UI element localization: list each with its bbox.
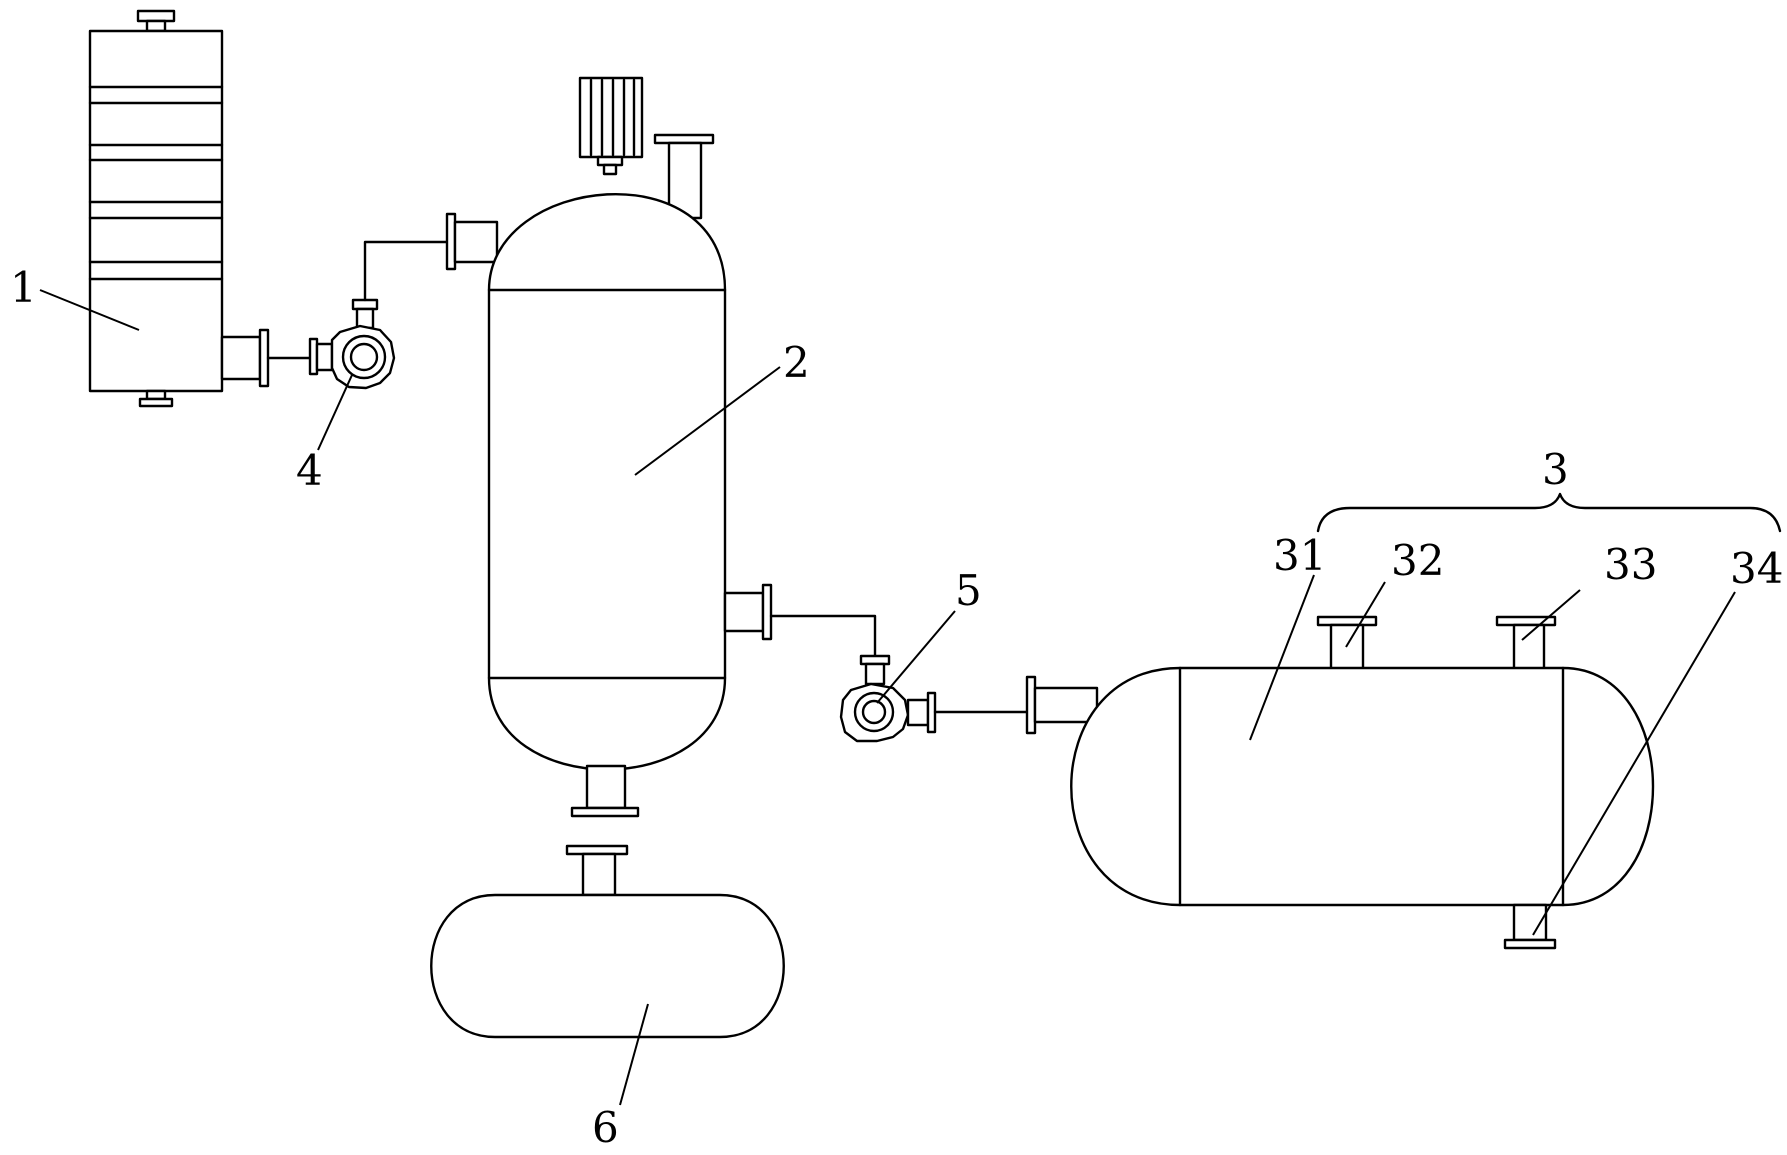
label-2: 2 [783, 338, 810, 387]
label-3: 3 [1542, 445, 1569, 494]
label-32: 32 [1391, 536, 1444, 585]
label-6: 6 [592, 1103, 619, 1152]
leader-6 [619, 1003, 649, 1106]
label-1: 1 [10, 263, 37, 312]
leader-31 [1249, 574, 1315, 741]
leader-1 [39, 289, 140, 331]
leader-34 [1532, 591, 1736, 936]
pipe-pump5-to-tank31 [933, 675, 1099, 735]
leader-5 [876, 610, 956, 704]
pipe-tank1-to-pump4 [266, 337, 334, 376]
leader-33 [1521, 589, 1581, 641]
pump-5 [839, 654, 937, 743]
pipe-pump4-to-vessel2 [363, 212, 499, 302]
leader-32 [1345, 581, 1386, 648]
label-33: 33 [1604, 540, 1657, 589]
leader-4 [317, 374, 353, 451]
pipe-vessel2-to-tank6 [565, 844, 629, 897]
assembly-3-brace [1316, 492, 1782, 533]
pump-4 [330, 298, 396, 390]
storage-tank-1 [88, 9, 270, 408]
tank-assembly-3 [1070, 615, 1655, 950]
leader-2 [634, 366, 781, 476]
pipe-vessel2-to-pump5 [769, 614, 877, 658]
label-31: 31 [1273, 531, 1326, 580]
label-4: 4 [296, 446, 323, 495]
label-5: 5 [955, 566, 982, 615]
tank-6 [430, 893, 785, 1039]
label-34: 34 [1730, 544, 1783, 593]
vessel-2 [487, 76, 773, 818]
